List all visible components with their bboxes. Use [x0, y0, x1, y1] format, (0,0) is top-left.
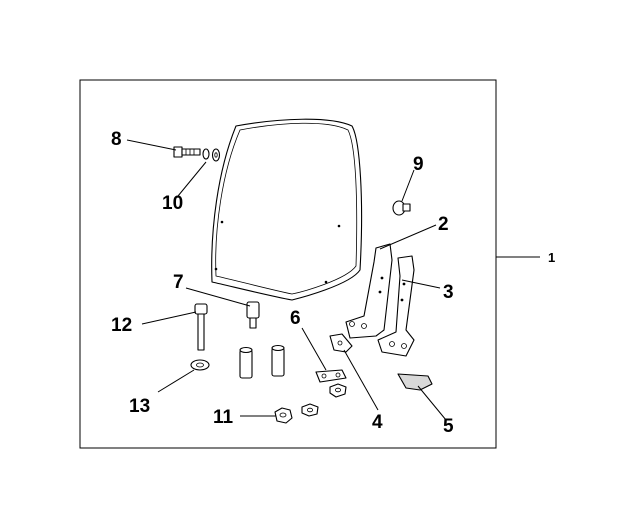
spacer-tubes [239, 344, 285, 379]
callout-8: 8 [111, 129, 122, 150]
bolt-12 [194, 303, 208, 351]
callout-7: 7 [173, 272, 184, 293]
plate-6 [315, 369, 347, 383]
bracket-2 [345, 243, 393, 339]
bolt-8 [173, 146, 201, 158]
callout-13: 13 [129, 396, 150, 417]
callout-2: 2 [438, 214, 449, 235]
callout-4: 4 [372, 412, 383, 433]
callout-6: 6 [290, 308, 301, 329]
assembly-frame [79, 79, 497, 449]
screw-9 [392, 200, 411, 216]
callout-3: 3 [443, 282, 454, 303]
windscreen [211, 118, 363, 301]
washers-10 [202, 148, 221, 162]
leader-lines [126, 139, 540, 421]
callout-9: 9 [413, 154, 424, 175]
clip-4 [329, 333, 353, 353]
cap-5 [397, 373, 433, 391]
washer-13 [190, 359, 210, 371]
callout-5: 5 [443, 416, 454, 437]
callout-11: 11 [213, 407, 234, 428]
callout-10: 10 [162, 193, 183, 214]
callout-12: 12 [111, 315, 132, 336]
callout-1: 1 [548, 250, 555, 265]
nuts-11 [274, 383, 347, 424]
